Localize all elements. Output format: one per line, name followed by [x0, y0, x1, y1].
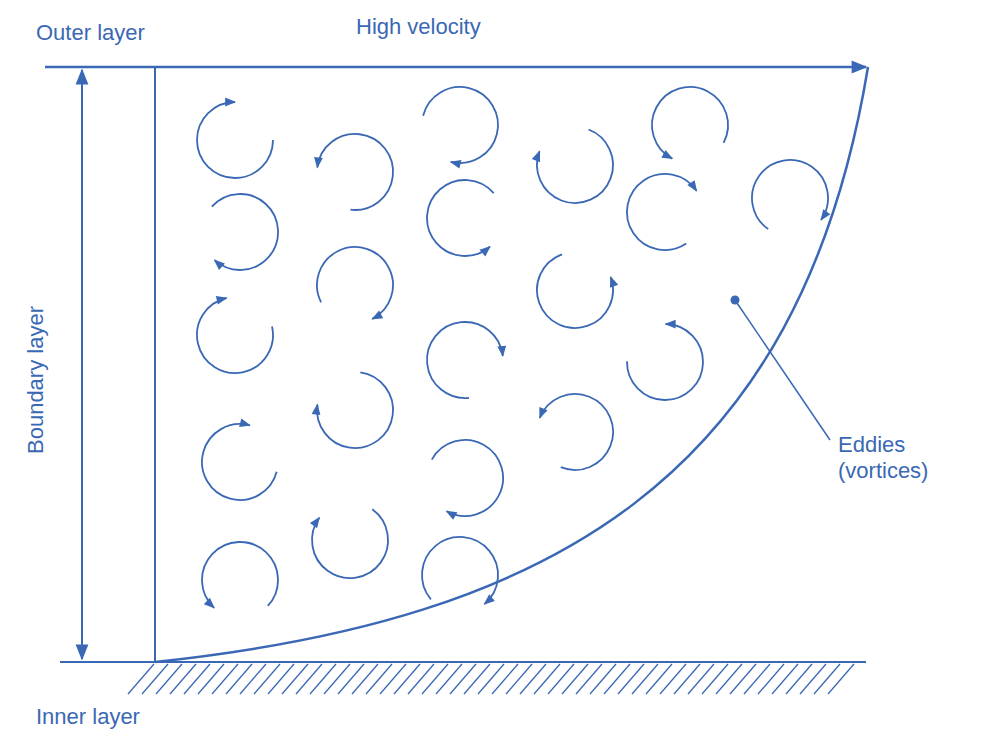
leader-dot — [731, 296, 740, 305]
hatch-stroke — [492, 664, 518, 694]
hatch-stroke — [646, 664, 672, 694]
eddy-arrow — [312, 509, 388, 578]
hatch-stroke — [660, 664, 686, 694]
hatch-stroke — [170, 664, 196, 694]
hatch-stroke — [590, 664, 616, 694]
hatch-stroke — [688, 664, 714, 694]
hatch-stroke — [198, 664, 224, 694]
hatch-stroke — [562, 664, 588, 694]
hatch-stroke — [310, 664, 336, 694]
hatch-stroke — [240, 664, 266, 694]
hatch-stroke — [716, 664, 742, 694]
hatch-stroke — [296, 664, 322, 694]
eddy-arrow — [627, 174, 697, 250]
hatch-stroke — [422, 664, 448, 694]
hatch-stroke — [324, 664, 350, 694]
hatch-stroke — [576, 664, 602, 694]
eddy-arrow — [212, 194, 278, 270]
hatch-stroke — [268, 664, 294, 694]
hatch-stroke — [786, 664, 812, 694]
hatch-stroke — [478, 664, 504, 694]
wall-line — [60, 661, 866, 663]
eddy-arrow — [540, 394, 613, 470]
thickness-label: Boundary layer — [23, 306, 49, 454]
hatch-stroke — [352, 664, 378, 694]
hatch-stroke — [632, 664, 658, 694]
hatch-stroke — [814, 664, 840, 694]
eddy-arrow — [422, 537, 498, 604]
hatch-stroke — [380, 664, 406, 694]
eddy-arrow — [317, 134, 393, 210]
eddy-arrow — [423, 87, 498, 163]
hatch-stroke — [128, 664, 154, 694]
wall-hatching — [128, 664, 854, 694]
hatch-stroke — [408, 664, 434, 694]
hatch-stroke — [212, 664, 238, 694]
thickness-arrow — [81, 70, 83, 659]
hatch-stroke — [226, 664, 252, 694]
profile-axis — [154, 67, 156, 662]
eddy-arrow — [537, 130, 613, 203]
hatch-stroke — [282, 664, 308, 694]
hatch-stroke — [254, 664, 280, 694]
eddies — [197, 87, 828, 608]
velocity-line — [45, 66, 866, 69]
eddy-arrow — [197, 298, 273, 373]
leader-line — [737, 303, 830, 440]
hatch-stroke — [702, 664, 728, 694]
eddy-arrow — [317, 247, 393, 319]
eddy-arrow — [427, 180, 494, 256]
eddy-arrow — [197, 102, 273, 178]
layer-label: Inner layer — [36, 704, 140, 730]
hatch-stroke — [744, 664, 770, 694]
hatch-stroke — [464, 664, 490, 694]
hatch-stroke — [450, 664, 476, 694]
velocity-profile — [155, 67, 868, 662]
eddy-arrow — [317, 372, 393, 448]
eddy-arrow — [432, 440, 503, 516]
hatch-stroke — [366, 664, 392, 694]
hatch-stroke — [142, 664, 168, 694]
hatch-stroke — [156, 664, 182, 694]
hatch-stroke — [604, 664, 630, 694]
hatch-stroke — [618, 664, 644, 694]
eddy-arrow — [427, 322, 503, 398]
hatch-stroke — [674, 664, 700, 694]
eddy-arrow — [537, 254, 613, 328]
hatch-stroke — [394, 664, 420, 694]
hatch-stroke — [772, 664, 798, 694]
hatch-stroke — [730, 664, 756, 694]
hatch-stroke — [758, 664, 784, 694]
eddy-arrow — [652, 87, 728, 159]
hatch-stroke — [520, 664, 546, 694]
layer-label: Outer layer — [36, 20, 145, 46]
hatch-stroke — [828, 664, 854, 694]
hatch-stroke — [534, 664, 560, 694]
hatch-stroke — [800, 664, 826, 694]
hatch-stroke — [548, 664, 574, 694]
eddy-arrow — [627, 324, 703, 400]
velocity-label: High velocity — [356, 14, 481, 40]
hatch-stroke — [184, 664, 210, 694]
eddy-arrow — [752, 160, 828, 229]
hatch-stroke — [338, 664, 364, 694]
hatch-stroke — [436, 664, 462, 694]
callout-label: Eddies (vortices) — [838, 432, 973, 485]
hatch-stroke — [506, 664, 532, 694]
eddy-arrow — [202, 542, 278, 608]
eddy-arrow — [202, 424, 277, 500]
